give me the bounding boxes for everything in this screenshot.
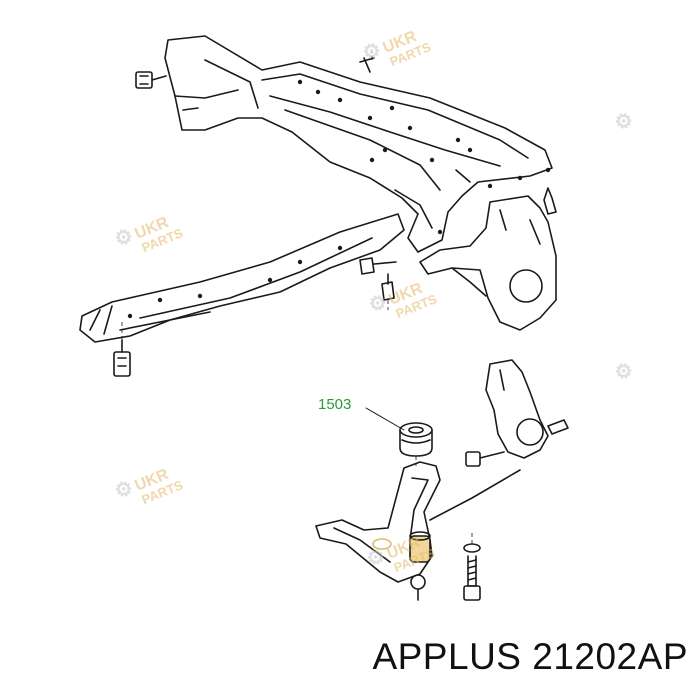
center-bolt-left (359, 257, 397, 275)
steering-knuckle-lower (485, 359, 549, 459)
knuckle-bolt-right (547, 419, 569, 435)
callout-leader-line (365, 407, 405, 431)
ball-joint (410, 574, 426, 601)
support-member (79, 213, 405, 343)
support-member-bolt-holes (127, 245, 343, 319)
center-bolt-lower (381, 273, 395, 301)
rear-bushing (409, 531, 431, 563)
bushing-1503 (399, 422, 433, 457)
front-bushing (372, 538, 392, 550)
support-member-bolt (113, 339, 131, 377)
assembly-axis-lines (121, 52, 473, 544)
upper-right-bolt (543, 187, 557, 215)
upper-left-bolt (135, 71, 167, 89)
arm-bolt (463, 543, 481, 601)
product-caption: APPLUS 21202AP (372, 636, 688, 677)
front-subframe (164, 35, 553, 253)
part-number-callout: 1503 (318, 396, 352, 413)
lower-control-arm (315, 461, 521, 583)
subframe-bolt-holes (297, 79, 551, 235)
steering-knuckle-upper (419, 195, 557, 331)
knuckle-bolt-left (465, 451, 505, 467)
